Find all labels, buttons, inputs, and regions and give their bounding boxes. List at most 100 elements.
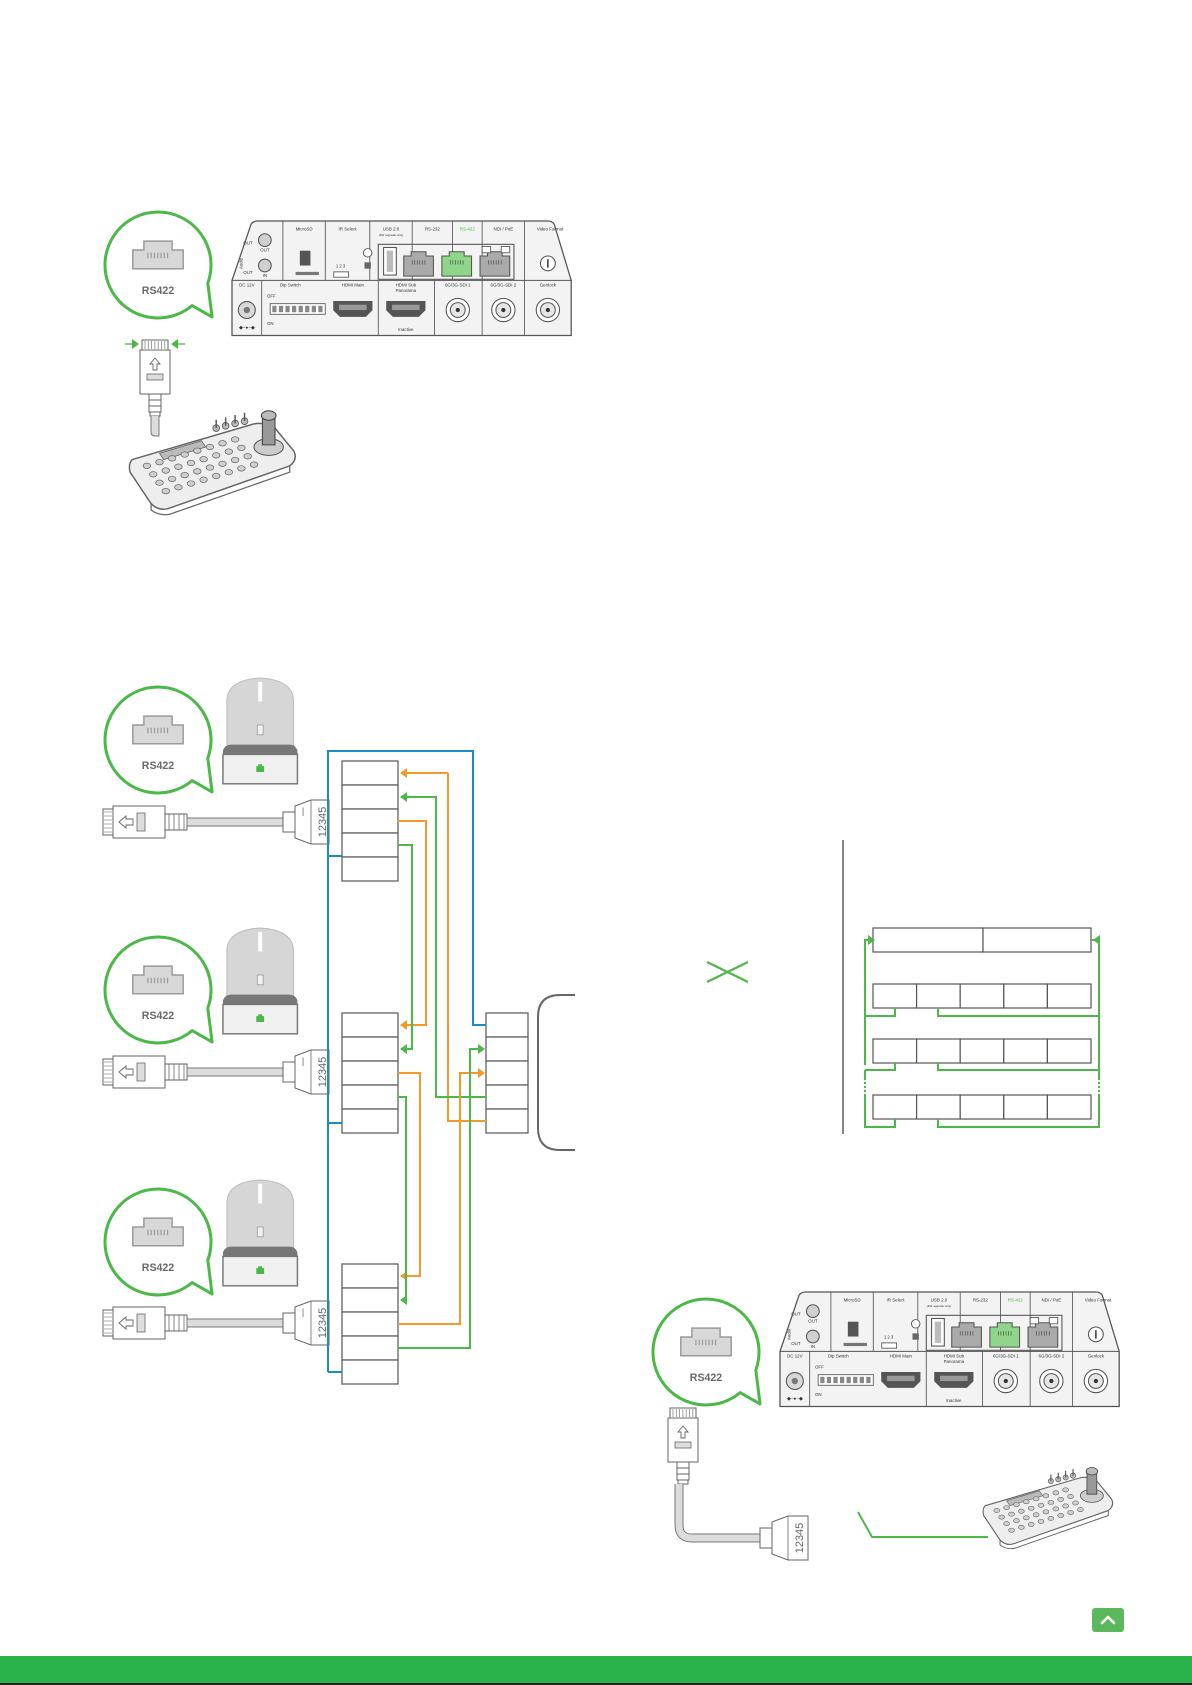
terminal-cell (341, 1287, 399, 1313)
panel-label-inactive: Inactive (398, 327, 414, 332)
cross-mark (706, 961, 749, 983)
terminal-cell (485, 1036, 529, 1062)
ptz-camera (222, 1179, 299, 1287)
terminal-cell (341, 856, 399, 882)
panel-label-hdmi_main: HDMI Main (342, 283, 365, 288)
port-group-frame (377, 243, 515, 280)
panel-label-usb: USB 2.0 (931, 1298, 948, 1303)
panel-label-genlock: Genlock (1088, 1354, 1105, 1359)
panel-label-panorama: Panorama (396, 288, 417, 293)
wire-green (865, 1008, 896, 1017)
cable (186, 817, 284, 827)
wire-orange (447, 773, 486, 1122)
panel-label-out2: OUT (260, 248, 270, 253)
dip-switch-block (817, 1374, 874, 1386)
terminal-cell (872, 983, 918, 1009)
terminal-cell (915, 983, 961, 1009)
microsd-slot (299, 250, 311, 266)
panel-label-off: OFF (267, 293, 276, 298)
controller-bracket (537, 994, 575, 1151)
wire-green (398, 1096, 407, 1301)
rs422-label: RS422 (142, 1010, 174, 1022)
rs422-cable: 12345| (102, 1300, 330, 1346)
arrow-head (400, 768, 407, 778)
panel-label-off: OFF (815, 1364, 824, 1369)
panel-label-video_format: Video Format (1085, 1298, 1112, 1303)
wire-green (937, 1008, 1099, 1017)
arrow-head (171, 339, 178, 349)
terminal-block-controller (485, 1012, 529, 1134)
controller-cell (872, 927, 984, 953)
rs232-port (403, 251, 434, 277)
terminal-cell (959, 983, 1005, 1009)
pin-numbers: 12345 (794, 1523, 806, 1554)
continuation-dot (1097, 1085, 1101, 1089)
terminal-cell (341, 784, 399, 810)
rs422-bubble: RS422 (103, 210, 214, 320)
chevron-up-icon (1100, 1615, 1116, 1625)
dip-switch-block (269, 303, 326, 315)
footer-bar (0, 1656, 1192, 1685)
terminal-cell (341, 1335, 399, 1361)
panel-label-out: OUT (243, 270, 253, 275)
ptz-camera (222, 677, 299, 785)
panel-label-usb_note: (FW upgrade only) (379, 233, 403, 237)
terminal-cell (485, 1108, 529, 1134)
panel-label-audio: Audio (239, 257, 244, 269)
svg-text:|: | (302, 1307, 304, 1317)
back-to-top-button[interactable] (1092, 1608, 1124, 1632)
svg-text:|: | (302, 806, 304, 816)
wire-green (398, 844, 413, 1050)
terminal-cell (341, 760, 399, 786)
terminal-block-cam1 (341, 760, 399, 882)
rs422-label: RS422 (690, 1372, 722, 1384)
dc-polarity-icon: ◆−●−◆ (239, 325, 255, 331)
audio-in-jack (257, 258, 272, 273)
cable (675, 1484, 760, 1542)
wire-green (398, 1048, 484, 1349)
rs422-bubble: RS422 (103, 935, 214, 1045)
rs422-bubble: RS422 (651, 1297, 762, 1407)
audio-out-jack (257, 233, 272, 247)
panel-label-rs422: RS-422 (460, 227, 476, 232)
terminal-block-cam2 (341, 1012, 399, 1134)
panel-label-ndi: NDI / PoE (493, 227, 513, 232)
terminal-cell (341, 1012, 399, 1038)
panel-label-ir_select: IR Select (887, 1298, 906, 1303)
terminal-cell (1003, 983, 1048, 1009)
terminal-cell (341, 1060, 399, 1086)
svg-text:OUT: OUT (791, 1311, 801, 1316)
panel-label-micro_sd: MicroSD (296, 227, 313, 232)
panel-label-in: IN (811, 1344, 815, 1349)
terminal-cell (915, 1038, 961, 1064)
camera-head (226, 1179, 295, 1250)
led-icon (910, 1319, 921, 1329)
terminal-cell (959, 1094, 1005, 1120)
terminal-cell (341, 1359, 399, 1385)
arrow-up-icon (677, 1425, 689, 1439)
terminal-cell (915, 1094, 961, 1120)
panel-label-ndi: NDI / PoE (1041, 1298, 1061, 1303)
svg-text:|: | (302, 1056, 304, 1066)
pin-numbers: 12345 (317, 1057, 329, 1088)
arrow-head (478, 1068, 485, 1078)
continuation-dot (863, 1089, 867, 1093)
terminal-block-cam3 (341, 1263, 399, 1385)
panel-label-genlock: Genlock (540, 283, 557, 288)
rj45-plug (667, 1407, 699, 1485)
rs422-label: RS422 (142, 285, 174, 297)
panel-label-micro_sd: MicroSD (844, 1298, 861, 1303)
wire-green (937, 1063, 1099, 1071)
cable (150, 416, 160, 437)
terminal-cell (872, 1094, 918, 1120)
terminal-cell (485, 1060, 529, 1086)
led-icon (362, 248, 373, 258)
panel-label-inactive: Inactive (946, 1398, 962, 1403)
wire-orange (398, 1072, 484, 1325)
continuation-dot (1097, 1089, 1101, 1093)
continuation-dot (1097, 1081, 1101, 1085)
arrow-head (400, 1044, 407, 1054)
panel-label-ir: 1 2 3 (336, 264, 346, 269)
rs422-port (989, 1322, 1021, 1348)
